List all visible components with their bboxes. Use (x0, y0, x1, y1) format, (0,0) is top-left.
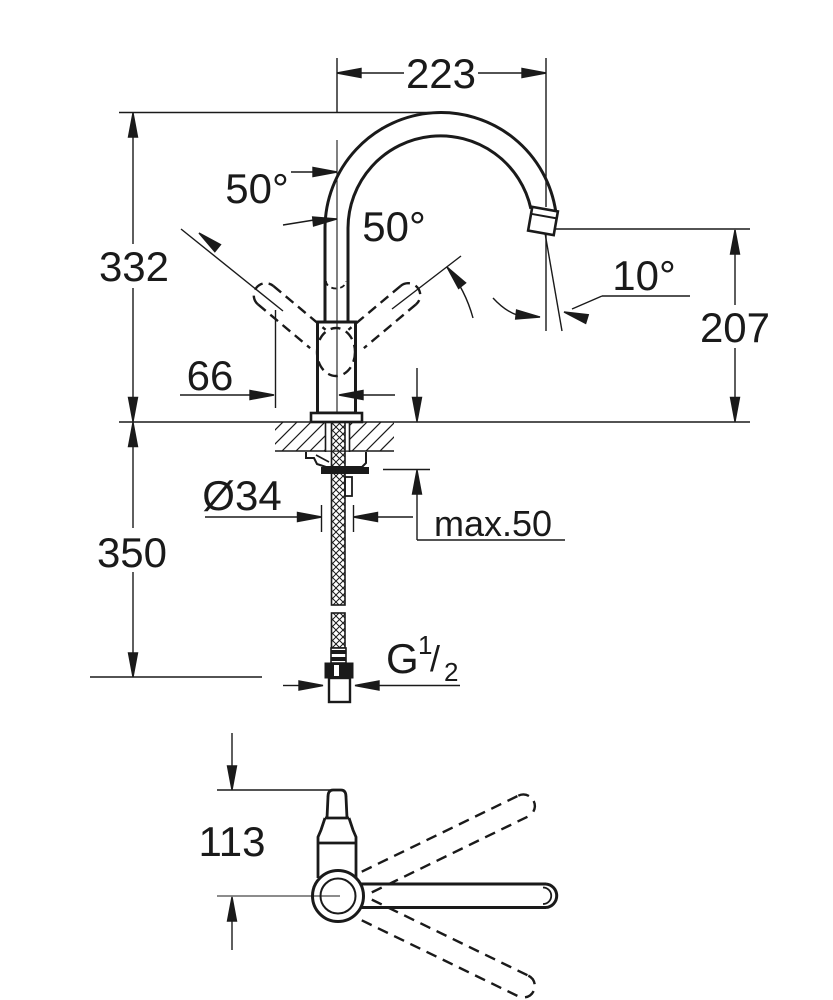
label-plan-handle-length: 113 (199, 818, 266, 865)
plan-view-faucet (311, 788, 559, 999)
label-thread-slash: / (430, 638, 440, 679)
plan-swivel-base (311, 869, 365, 923)
label-thread-numerator: 1 (418, 630, 432, 660)
dim-handle-angle-left (180, 166, 338, 312)
plan-spout-solid (360, 882, 559, 909)
label-thread: G 1 / 2 (386, 630, 458, 687)
dim-height-above-deck (119, 111, 440, 423)
label-outlet-height: 207 (700, 304, 770, 351)
dim-outlet-angle (492, 232, 690, 332)
label-thread-prefix: G (386, 635, 419, 682)
dim-max-deck-thickness (383, 368, 565, 541)
plan-handle (316, 788, 358, 878)
dim-spout-reach (336, 58, 547, 412)
plan-spout-swivel-positions (361, 793, 536, 999)
labels: 223 332 50° 50° 10° 207 66 Ø34 max.50 35… (97, 50, 770, 865)
label-spout-reach: 223 (406, 50, 476, 97)
label-handle-offset: 66 (187, 352, 234, 399)
label-thread-denominator: 2 (444, 657, 458, 687)
aerator-outlet (526, 205, 560, 237)
supply-hose (330, 421, 346, 649)
label-height-above-deck: 332 (99, 243, 169, 290)
label-hose-length: 350 (97, 529, 167, 576)
deck-section (119, 421, 750, 467)
label-handle-angle-left: 50° (225, 165, 289, 212)
side-view-faucet (119, 111, 750, 704)
ball-joint-dashed (315, 326, 357, 378)
thread-fitting (324, 647, 354, 704)
dim-outlet-height (556, 228, 750, 423)
label-outlet-angle: 10° (612, 252, 676, 299)
label-handle-angle-right: 50° (362, 203, 426, 250)
dim-handle-offset (180, 310, 395, 408)
handle-lever-positions (252, 282, 422, 378)
dim-handle-angle-right (282, 213, 474, 319)
dim-hose-length (90, 421, 262, 678)
dim-thread (283, 680, 460, 691)
label-shank-diameter: Ø34 (202, 472, 281, 519)
dim-shank-diameter (205, 505, 413, 532)
spout-arc (323, 111, 558, 322)
label-max-deck-thickness: max.50 (434, 503, 552, 544)
dimensions (90, 58, 750, 950)
